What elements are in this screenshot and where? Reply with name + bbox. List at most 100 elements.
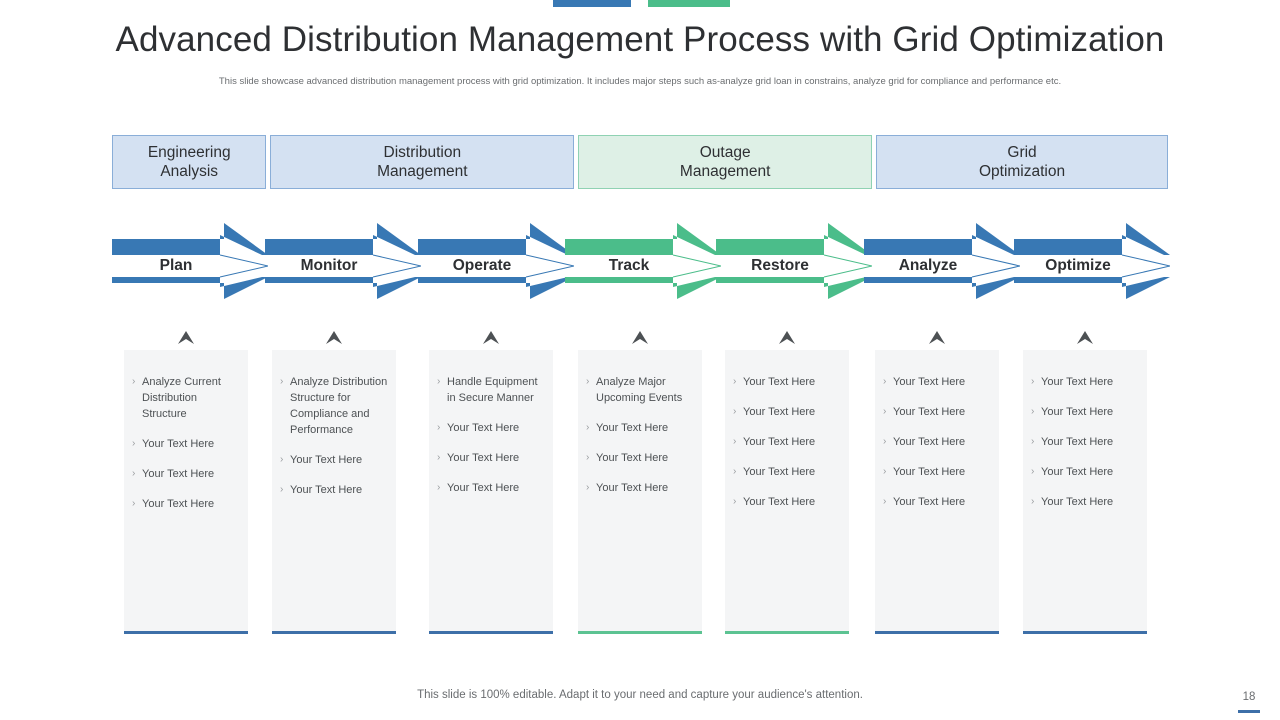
list-item: ›Your Text Here	[883, 374, 991, 390]
chevron-right-icon: ›	[586, 452, 590, 463]
page-number-underline	[1238, 710, 1260, 713]
list-item-label: Handle Equipment in Secure Manner	[447, 376, 538, 404]
arrow-tip-outline	[672, 254, 721, 278]
chevron-right-icon: ›	[132, 498, 136, 509]
chevron-right-icon: ›	[280, 484, 284, 495]
chevron-up-icon	[177, 329, 195, 349]
chevron-right-icon: ›	[1031, 376, 1035, 387]
list-item: › Your Text Here	[733, 404, 841, 420]
page-subtitle: This slide showcase advanced distributio…	[218, 76, 1062, 87]
list-item: ›Your Text Here	[586, 450, 694, 466]
category-header-0[interactable]: Engineering Analysis	[112, 135, 267, 189]
list-item-label: Your Text Here	[142, 498, 215, 510]
list-item-label: Your Text Here	[743, 496, 816, 508]
category-header-2[interactable]: Outage Management	[578, 135, 873, 189]
list-item-label: Your Text Here	[290, 454, 363, 466]
list-item-label: Your Text Here	[743, 436, 816, 448]
list-item: › Your Text Here	[1031, 494, 1139, 510]
page-number: 18	[1242, 691, 1256, 703]
list-item-label: Your Text Here	[893, 406, 966, 418]
arrow-tip-outline	[372, 254, 421, 278]
arrow-tip-outline	[525, 254, 574, 278]
list-item-label: Your Text Here	[596, 482, 669, 494]
arrow-lower-half	[565, 277, 721, 299]
category-header-label: Distribution Management	[377, 144, 468, 180]
list-item-label: Your Text Here	[893, 466, 966, 478]
chevron-right-icon: ›	[733, 376, 737, 387]
list-item: ›Your Text Here	[132, 466, 240, 482]
list-item-label: Your Text Here	[1041, 376, 1114, 388]
chevron-right-icon: ›	[733, 406, 737, 417]
list-item-label: Your Text Here	[447, 452, 520, 464]
category-header-label: Grid Optimization	[978, 144, 1066, 180]
chevron-right-icon: ›	[883, 466, 887, 477]
detail-card-2[interactable]: ›Handle Equipment in Secure Manner›Your …	[429, 350, 553, 634]
list-item: ›Your Text Here	[883, 434, 991, 450]
list-item-label: Your Text Here	[743, 406, 816, 418]
process-arrow-track[interactable]: Track	[565, 213, 721, 309]
chevron-right-icon: ›	[280, 454, 284, 465]
list-item: › Your Text Here	[280, 482, 388, 498]
list-item-label: Your Text Here	[743, 466, 816, 478]
process-arrow-operate[interactable]: Operate	[418, 213, 574, 309]
list-item-label: Your Text Here	[1041, 496, 1114, 508]
list-item-label: Analyze Current Distribution Structure	[142, 376, 221, 420]
list-item-label: Your Text Here	[743, 376, 816, 388]
chevron-up-icon	[928, 329, 946, 349]
list-item: ›Your Text Here	[437, 450, 545, 466]
arrow-lower-half	[716, 277, 872, 299]
chevron-right-icon: ›	[132, 376, 136, 387]
chevron-right-icon: ›	[733, 436, 737, 447]
list-item: › Your Text Here	[883, 464, 991, 480]
arrow-lower-half	[1014, 277, 1170, 299]
process-arrow-optimize[interactable]: Optimize	[1014, 213, 1170, 309]
chevron-right-icon: ›	[883, 406, 887, 417]
list-item: ›Your Text Here	[733, 494, 841, 510]
chevron-right-icon: ›	[437, 376, 441, 387]
chevron-right-icon: ›	[1031, 406, 1035, 417]
chevron-up-icon	[482, 329, 500, 349]
process-arrow-plan[interactable]: Plan	[112, 213, 268, 309]
process-arrow-restore[interactable]: Restore	[716, 213, 872, 309]
list-item: › Your Text Here	[733, 434, 841, 450]
detail-card-1[interactable]: ›Analyze Distribution Structure for Comp…	[272, 350, 396, 634]
detail-card-0[interactable]: ›Analyze Current Distribution Structure›…	[124, 350, 248, 634]
chevron-right-icon: ›	[280, 376, 284, 387]
detail-card-4[interactable]: › Your Text Here › Your Text Here › Your Text…	[725, 350, 849, 634]
list-item-label: Your Text Here	[447, 482, 520, 494]
arrow-upper-half	[864, 223, 1020, 255]
chevron-right-icon: ›	[883, 436, 887, 447]
arrow-upper-half	[418, 223, 574, 255]
list-item: ›Your Text Here	[1031, 434, 1139, 450]
chevron-right-icon: ›	[437, 482, 441, 493]
footer-note: This slide is 100% editable. Adapt it to…	[417, 689, 863, 701]
list-item: › Analyze Current Distribution Structure	[132, 374, 240, 422]
chevron-right-icon: ›	[1031, 496, 1035, 507]
arrow-upper-half	[265, 223, 421, 255]
detail-card-3[interactable]: ›Analyze Major Upcoming Events›Your Text…	[578, 350, 702, 634]
chevron-right-icon: ›	[437, 422, 441, 433]
arrow-upper-half	[565, 223, 721, 255]
chevron-up-icon	[1076, 329, 1094, 349]
category-header-label: Engineering Analysis	[147, 144, 231, 180]
chevron-right-icon: ›	[586, 422, 590, 433]
list-item: › Handle Equipment in Secure Manner	[437, 374, 545, 406]
list-item: ›Your Text Here	[586, 480, 694, 496]
top-accent-bar-blue	[553, 0, 631, 7]
list-item: ›Analyze Distribution Structure for Comp…	[280, 374, 388, 438]
process-arrow-analyze[interactable]: Analyze	[864, 213, 1020, 309]
category-header-3[interactable]: Grid Optimization	[876, 135, 1168, 189]
list-item: ›Your Text Here	[437, 420, 545, 436]
detail-card-5[interactable]: ›Your Text Here›Your Text Here›Your Text…	[875, 350, 999, 634]
chevron-right-icon: ›	[733, 466, 737, 477]
list-item: › Your Text Here	[132, 496, 240, 512]
chevron-up-icon	[778, 329, 796, 349]
detail-card-6[interactable]: ›Your Text Here›Your Text Here›Your Text…	[1023, 350, 1147, 634]
process-arrow-monitor[interactable]: Monitor	[265, 213, 421, 309]
list-item: ›Your Text Here	[586, 420, 694, 436]
list-item-label: Analyze Major Upcoming Events	[596, 376, 683, 404]
category-header-1[interactable]: Distribution Management	[270, 135, 575, 189]
list-item-label: Your Text Here	[290, 484, 363, 496]
list-item: ›Your Text Here	[1031, 464, 1139, 480]
